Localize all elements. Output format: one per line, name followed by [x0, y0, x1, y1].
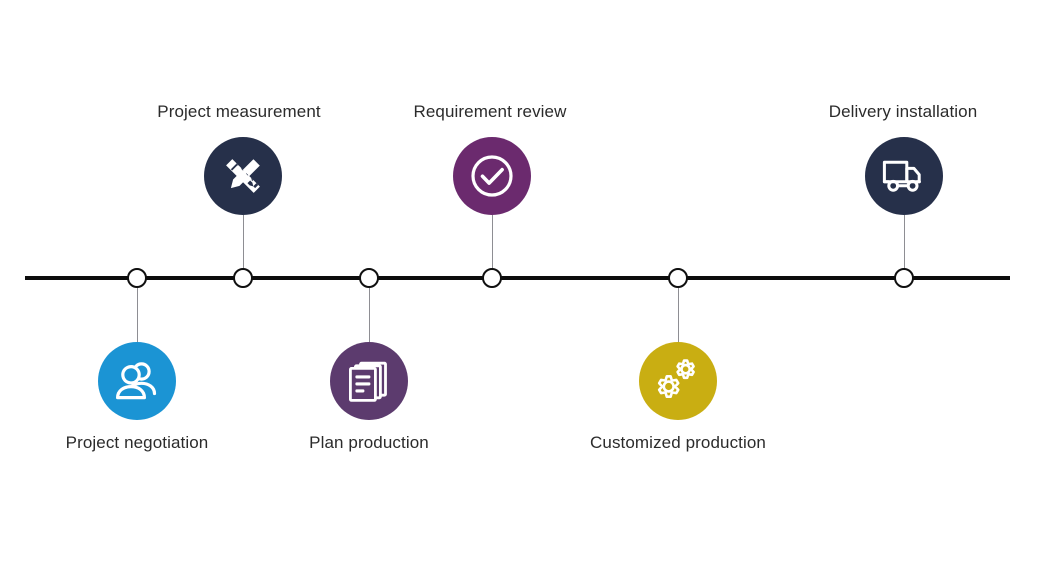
node-marker-delivery-installation[interactable]: [894, 268, 914, 288]
icon-badge-plan-production[interactable]: [330, 342, 408, 420]
icon-badge-requirement-review[interactable]: [453, 137, 531, 215]
node-marker-plan-production[interactable]: [359, 268, 379, 288]
connector-delivery-installation: [904, 215, 905, 270]
people-group-icon: [114, 360, 160, 402]
step-label-delivery-installation: Delivery installation: [828, 102, 978, 121]
icon-badge-customized-production[interactable]: [639, 342, 717, 420]
connector-customized-production: [678, 288, 679, 343]
node-marker-requirement-review[interactable]: [482, 268, 502, 288]
documents-stack-icon: [348, 359, 390, 403]
delivery-truck-icon: [881, 157, 927, 195]
icon-badge-project-negotiation[interactable]: [98, 342, 176, 420]
icon-badge-project-measurement[interactable]: [204, 137, 282, 215]
connector-project-negotiation: [137, 288, 138, 343]
ruler-pencil-icon: [220, 153, 266, 199]
step-label-project-negotiation: Project negotiation: [65, 433, 209, 452]
gears-icon: [654, 358, 702, 404]
timeline-axis: [25, 276, 1010, 280]
connector-plan-production: [369, 288, 370, 343]
node-marker-project-negotiation[interactable]: [127, 268, 147, 288]
step-label-requirement-review: Requirement review: [413, 102, 567, 121]
node-marker-customized-production[interactable]: [668, 268, 688, 288]
connector-requirement-review: [492, 215, 493, 270]
step-label-plan-production: Plan production: [309, 433, 429, 452]
step-label-customized-production: Customized production: [590, 433, 766, 452]
step-label-project-measurement: Project measurement: [157, 102, 321, 121]
connector-project-measurement: [243, 215, 244, 270]
node-marker-project-measurement[interactable]: [233, 268, 253, 288]
check-circle-icon: [468, 152, 516, 200]
icon-badge-delivery-installation[interactable]: [865, 137, 943, 215]
